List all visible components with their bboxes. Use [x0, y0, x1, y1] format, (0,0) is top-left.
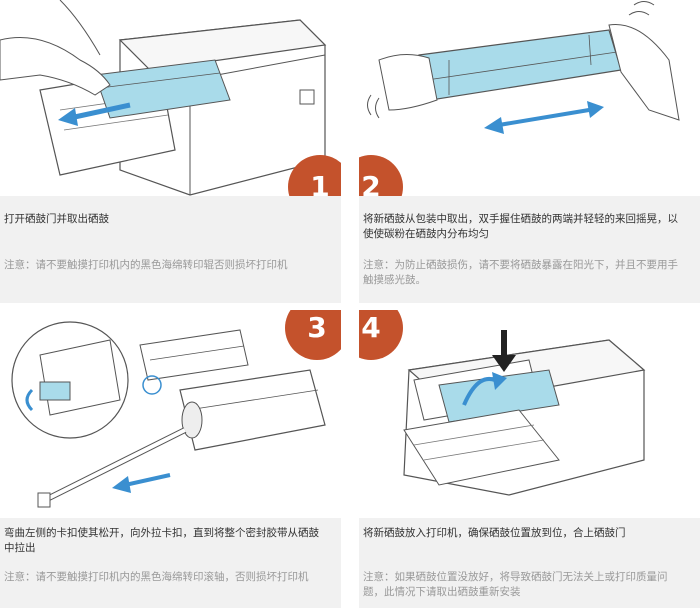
- step-note: 注意：如果硒鼓位置没放好，将导致硒鼓门无法关上或打印质量问题，此情况下请取出硒鼓…: [363, 571, 668, 598]
- step-number: 4: [361, 311, 381, 344]
- step-instruction: 将新硒鼓从包装中取出，双手握住硒鼓的两端并轻轻的来回摇晃，以使使碳粉在硒鼓内分布…: [363, 213, 678, 240]
- step-panel-2: 2 将新硒鼓从包装中取出，双手握住硒鼓的两端并轻轻的来回摇晃，以使使碳粉在硒鼓内…: [359, 0, 700, 303]
- step-number-badge: 3: [285, 310, 341, 360]
- step-note: 注意：请不要触摸打印机内的黑色海绵转印辊否则损坏打印机: [4, 259, 288, 271]
- step-4-text-box: 将新硒鼓放入打印机，确保硒鼓位置放到位，合上硒鼓门 注意：如果硒鼓位置没放好，将…: [359, 518, 700, 608]
- step-4-illustration: [359, 310, 700, 518]
- step-1-illustration: [0, 0, 341, 196]
- step-2-illustration: [359, 0, 700, 196]
- step-3-text-box: 弯曲左侧的卡扣使其松开，向外拉卡扣，直到将整个密封胶带从硒鼓中拉出 注意：请不要…: [0, 518, 341, 608]
- step-note: 注意：请不要触摸打印机内的黑色海绵转印滚轴，否则损坏打印机: [4, 571, 309, 583]
- step-panel-4: 4 将新硒鼓放入打印机，确保硒鼓位置放到位，合上硒鼓门 注意：如果硒鼓位置没放好…: [359, 310, 700, 608]
- step-number: 1: [310, 170, 330, 203]
- step-number: 3: [307, 311, 327, 344]
- step-instruction: 将新硒鼓放入打印机，确保硒鼓位置放到位，合上硒鼓门: [363, 527, 626, 539]
- step-note: 注意：为防止硒鼓损伤，请不要将硒鼓暴露在阳光下，并且不要用手触摸感光鼓。: [363, 259, 678, 286]
- step-instruction: 打开硒鼓门并取出硒鼓: [4, 213, 109, 225]
- step-panel-1: 1 打开硒鼓门并取出硒鼓 注意：请不要触摸打印机内的黑色海绵转印辊否则损坏打印机: [0, 0, 341, 303]
- step-2-text-box: 将新硒鼓从包装中取出，双手握住硒鼓的两端并轻轻的来回摇晃，以使使碳粉在硒鼓内分布…: [359, 196, 700, 303]
- step-3-illustration: [0, 310, 341, 518]
- step-panel-3: 3 弯曲左侧的卡扣使其松开，向外拉卡扣，直到将整个密封胶带从硒鼓中拉出 注意：请…: [0, 310, 341, 608]
- step-number-badge: 4: [359, 310, 403, 360]
- step-number: 2: [361, 170, 381, 203]
- step-1-text-box: 打开硒鼓门并取出硒鼓 注意：请不要触摸打印机内的黑色海绵转印辊否则损坏打印机: [0, 196, 341, 303]
- step-instruction: 弯曲左侧的卡扣使其松开，向外拉卡扣，直到将整个密封胶带从硒鼓中拉出: [4, 527, 319, 554]
